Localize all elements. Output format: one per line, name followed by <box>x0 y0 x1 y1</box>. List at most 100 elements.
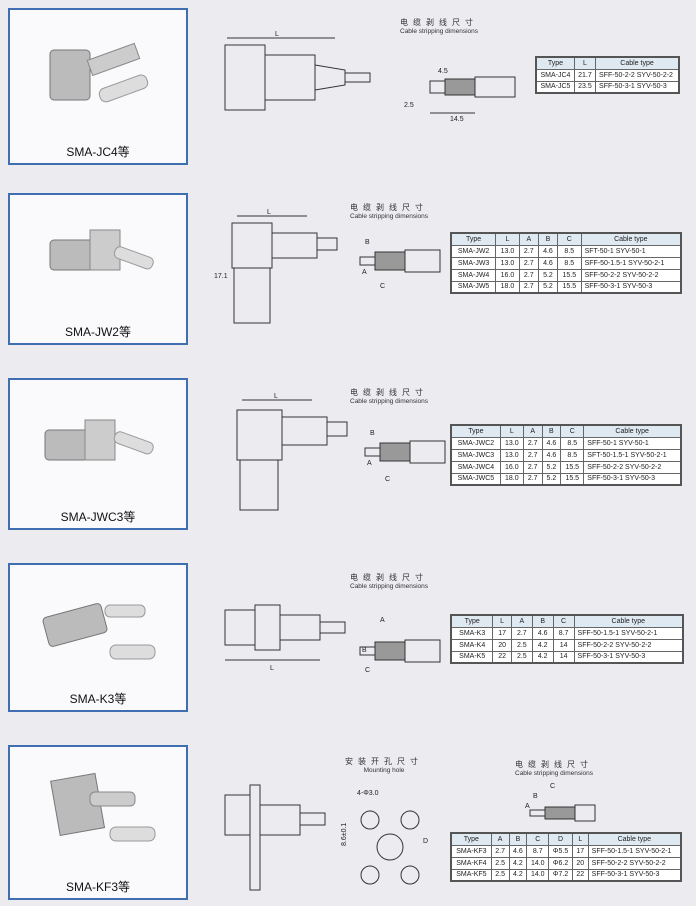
product-photo: SMA-JC4等 <box>8 8 188 165</box>
table-cell: 13.0 <box>499 436 524 450</box>
column-header: D <box>548 832 573 846</box>
table-cell: 4.2 <box>508 868 528 882</box>
table-cell: SFF-50-1.5-1 SYV-50-2-1 <box>587 844 682 858</box>
column-header: C <box>526 832 550 846</box>
table-cell: 18.0 <box>499 472 524 486</box>
product-photo: SMA-KF3等 <box>8 745 188 900</box>
heading-en: Cable stripping dimensions <box>400 28 479 35</box>
table-cell: 16.0 <box>495 268 520 282</box>
product-caption: SMA-KF3等 <box>65 880 130 894</box>
connector-image <box>49 229 154 271</box>
column-header: Type <box>450 832 492 846</box>
table-cell: 17 <box>492 626 512 640</box>
svg-text:B: B <box>365 239 370 246</box>
table-cell: SMA-JWC4 <box>450 460 501 474</box>
column-header: Cable type <box>595 56 680 70</box>
table-cell: SFF-50-3-1 SYV-50-3 <box>587 868 682 882</box>
table-cell: SFF-50-1.5-1 SYV-50-2-1 <box>580 256 682 270</box>
stripping-drawing: 4.52.514.5 <box>404 68 516 123</box>
column-header: C <box>557 232 582 246</box>
column-header: Type <box>450 232 497 246</box>
column-header: B <box>531 614 554 628</box>
heading-cn: 电缆剥线尺寸 <box>350 388 429 397</box>
product-caption: SMA-JW2等 <box>64 325 131 339</box>
table-cell: SMA-JC4 <box>535 68 575 82</box>
connector-drawing: L17.1 <box>214 209 338 324</box>
table-cell: 15.5 <box>557 268 582 282</box>
stripping-drawing: BAC <box>364 430 446 483</box>
column-header: B <box>541 424 562 438</box>
table-cell: 14.0 <box>526 868 550 882</box>
svg-text:L: L <box>274 393 278 400</box>
heading-en: Cable stripping dimensions <box>350 213 429 220</box>
column-header: Cable type <box>587 832 682 846</box>
svg-text:B: B <box>362 647 367 654</box>
column-header: Cable type <box>573 614 684 628</box>
table-cell: 15.5 <box>557 280 582 294</box>
table-cell: Φ7.2 <box>548 868 573 882</box>
table-cell: 8.7 <box>552 626 575 640</box>
svg-text:L: L <box>267 209 271 216</box>
table-cell: 4.6 <box>508 844 528 858</box>
table-cell: 2.7 <box>522 436 543 450</box>
product-caption: SMA-JC4等 <box>66 145 130 159</box>
column-header: C <box>552 614 575 628</box>
mount-heading-en: Mounting hole <box>363 767 405 774</box>
table-cell: 2.7 <box>518 268 539 282</box>
table-cell: SFF-50-2-2 SYV-50-2-2 <box>573 638 684 652</box>
table-cell: 4.2 <box>508 856 528 870</box>
table-cell: 14 <box>552 638 575 652</box>
table-cell: 2.7 <box>518 280 539 294</box>
table-cell: 15.5 <box>560 472 585 486</box>
table-cell: 20 <box>571 856 589 870</box>
table-cell: 13.0 <box>499 448 524 462</box>
connector-image <box>49 42 149 103</box>
heading-en: Cable stripping dimensions <box>515 770 594 777</box>
svg-text:A: A <box>362 269 367 276</box>
table-cell: 5.2 <box>541 460 562 474</box>
table-cell: SFF-50-3-1 SYV-50-3 <box>573 650 684 664</box>
column-header: A <box>510 614 533 628</box>
column-header: Type <box>535 56 575 70</box>
table-cell: SFT-50-1 SYV-50-1 <box>580 244 682 258</box>
table-cell: 4.6 <box>541 448 562 462</box>
column-header: L <box>571 832 589 846</box>
svg-text:B: B <box>533 793 538 800</box>
svg-text:4.5: 4.5 <box>438 68 448 75</box>
table-cell: SMA-KF3 <box>450 844 492 858</box>
table-cell: 13.0 <box>495 256 520 270</box>
heading-cn: 电缆剥线尺寸 <box>515 760 594 769</box>
svg-text:C: C <box>365 667 370 674</box>
table-cell: 8.5 <box>560 448 585 462</box>
table-cell: 22 <box>571 868 589 882</box>
table-cell: 13.0 <box>495 244 520 258</box>
table-cell: 2.7 <box>518 256 539 270</box>
table-cell: Φ6.2 <box>548 856 573 870</box>
product-caption: SMA-JWC3等 <box>60 510 136 524</box>
stripping-drawing: BAC <box>359 239 441 290</box>
svg-text:A: A <box>367 460 372 467</box>
table-cell: 22 <box>492 650 512 664</box>
table-cell: 2.7 <box>522 472 543 486</box>
table-cell: 16.0 <box>499 460 524 474</box>
column-header: Type <box>450 424 501 438</box>
table-cell: SFF-50-1 SYV-50-1 <box>583 436 682 450</box>
connector-drawing: L <box>224 604 346 672</box>
table-cell: SFF-50-2-2 SYV-50-2-2 <box>595 68 680 82</box>
table-cell: SMA-K3 <box>450 626 494 640</box>
connector-drawing: L <box>236 393 348 511</box>
table-cell: SFF-50-1.5-1 SYV-50-2-1 <box>573 626 684 640</box>
product-caption: SMA-K3等 <box>69 692 127 706</box>
table-cell: SFF-50-3-1 SYV-50-3 <box>583 472 682 486</box>
